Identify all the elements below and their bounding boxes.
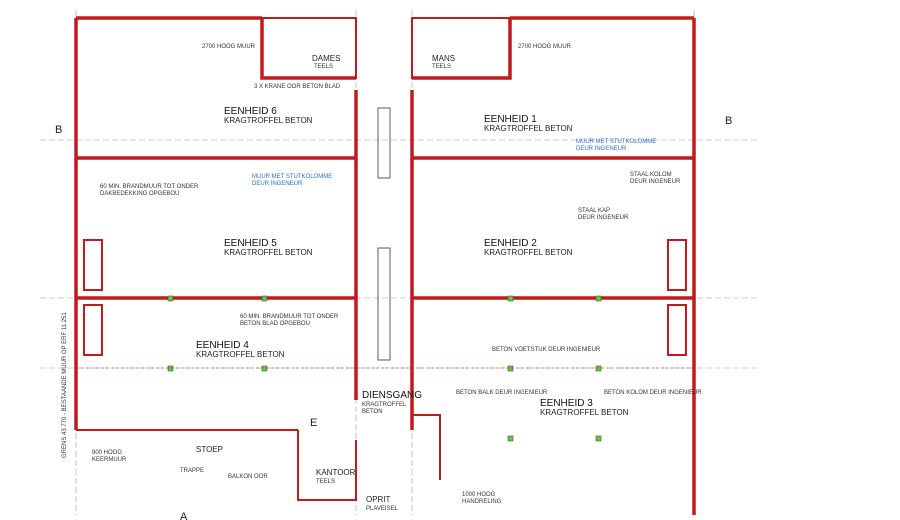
note-krane: 3 X KRANE OOR BETON BLAD — [254, 84, 341, 90]
kantoor-sub: TEELS — [316, 479, 335, 485]
ablution-blocks — [83, 17, 687, 356]
note-grens: GRENS 43 770 - BESTAANDE MUUR OP ERF 11 … — [62, 312, 68, 458]
central-strip — [377, 107, 391, 361]
grid-lines — [40, 10, 760, 515]
stoep-label: STOEP — [196, 445, 223, 454]
note-firewall-2b: BETON BLAD OPGEBOU — [240, 321, 310, 327]
dames-label: DAMES — [312, 54, 340, 63]
mans-sub: TEELS — [432, 64, 451, 70]
note-staal-kap-b: DEUR INGENEUR — [578, 215, 629, 221]
note-keermuur-b: KEERMUUR — [92, 457, 127, 463]
diensgang-sub2: BETON — [362, 409, 383, 415]
note-beton-kolom: BETON KOLOM DEUR INGENIEUR — [604, 390, 702, 396]
columns — [167, 295, 602, 442]
grid-refs: B B A E — [55, 115, 732, 520]
note-firewall-1b: DAKBEDEKKING OPGEBOU — [100, 191, 179, 197]
note-balkon: BALKON OOR — [228, 474, 268, 480]
note-trappe: TRAPPE — [180, 468, 204, 474]
note-beton-voetstuk: BETON VOETSTUK DEUR INGENIEUR — [492, 347, 601, 353]
eenheid-4-sub: KRAGTROFFEL BETON — [196, 350, 285, 359]
note-handreling-b: HANDRELING — [462, 499, 502, 505]
note-staal-kolom-b: DEUR INGENEUR — [630, 179, 681, 185]
grid-b-right: B — [725, 115, 732, 127]
note-stutkolomme-2: MUUR MET STUTKOLOMME — [252, 174, 332, 180]
note-beton-balk: BETON BALK DEUR INGENIEUR — [456, 390, 548, 396]
dames-sub: TEELS — [314, 64, 333, 70]
diensgang-sub1: KRAGTROFFEL — [362, 402, 407, 408]
note-staal-kap: STAAL KAP — [578, 208, 610, 214]
kantoor-label: KANTOOR — [316, 468, 356, 477]
eenheid-5-sub: KRAGTROFFEL BETON — [224, 248, 313, 257]
note-firewall-2: 60 MIN. BRANDMUUR TOT ONDER — [240, 314, 339, 320]
note-staal-kolom: STAAL KOLOM — [630, 172, 672, 178]
grid-b-left: B — [55, 124, 62, 136]
unit-labels: EENHEID 6 KRAGTROFFEL BETON EENHEID 1 KR… — [196, 106, 629, 417]
mans-label: MANS — [432, 54, 455, 63]
notes: 60 MIN. BRANDMUUR TOT ONDER DAKBEDEKKING… — [62, 44, 702, 505]
eenheid-6-sub: KRAGTROFFEL BETON — [224, 116, 313, 125]
note-firewall-1: 60 MIN. BRANDMUUR TOT ONDER — [100, 184, 199, 190]
eenheid-2-label: EENHEID 2 — [484, 238, 537, 249]
diensgang-label: DIENSGANG — [362, 390, 422, 401]
note-stutkolomme-1b: DEUR INGENEUR — [576, 146, 627, 152]
grid-e-label: E — [310, 417, 317, 429]
note-stutkolomme-2b: DEUR INGENEUR — [252, 181, 303, 187]
room-labels: DIENSGANG KRAGTROFFEL BETON KANTOOR TEEL… — [196, 54, 455, 512]
note-hoog-muur-r: 2700 HOOG MUUR — [518, 44, 572, 50]
eenheid-1-label: EENHEID 1 — [484, 114, 537, 125]
note-keermuur: 900 HOOG — [92, 450, 122, 456]
eenheid-6-label: EENHEID 6 — [224, 106, 277, 117]
eenheid-1-sub: KRAGTROFFEL BETON — [484, 124, 573, 133]
eenheid-3-label: EENHEID 3 — [540, 398, 593, 409]
oprit-sub: PLAVEISEL — [366, 506, 399, 512]
note-stutkolomme-1: MUUR MET STUTKOLOMME — [576, 139, 656, 145]
oprit-label: OPRIT — [366, 495, 391, 504]
eenheid-4-label: EENHEID 4 — [196, 340, 249, 351]
note-handreling: 1000 HOOG — [462, 492, 496, 498]
note-hoog-muur-l: 2700 HOOG MUUR — [202, 44, 256, 50]
grid-a-bottom: A — [180, 511, 188, 520]
eenheid-3-sub: KRAGTROFFEL BETON — [540, 408, 629, 417]
eenheid-2-sub: KRAGTROFFEL BETON — [484, 248, 573, 257]
eenheid-5-label: EENHEID 5 — [224, 238, 277, 249]
